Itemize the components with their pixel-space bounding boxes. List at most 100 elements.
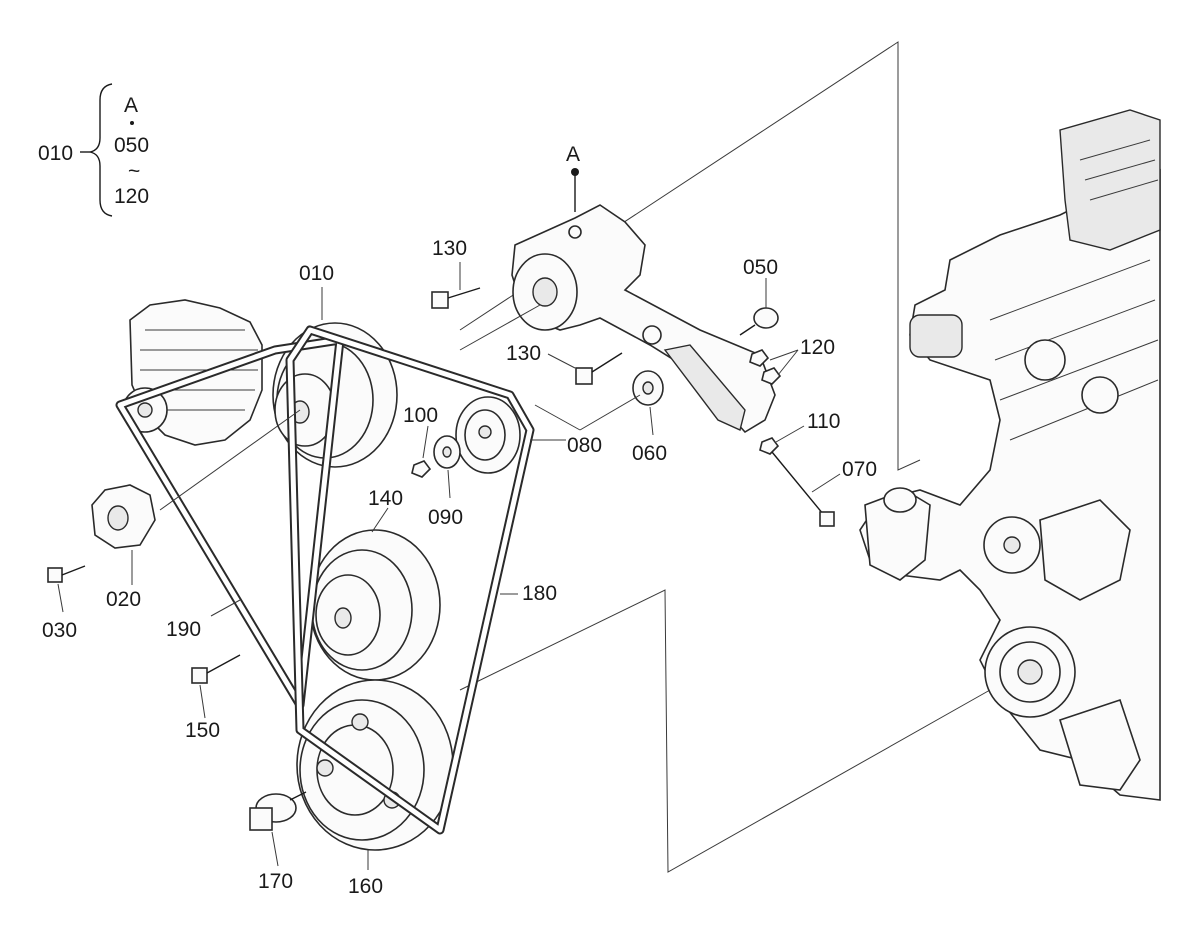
leader-190: [210, 599, 241, 617]
bolt-130b-shank: [591, 352, 623, 373]
crank-pulley-hole-1: [351, 713, 369, 731]
washer-060-hole: [642, 381, 654, 395]
legend-group: 010 A 050 ~ 120: [38, 83, 149, 217]
leader-150: [199, 684, 206, 719]
washer-090-hole: [442, 446, 452, 458]
bolt-170-head: [249, 807, 273, 831]
part-label-130b: 130: [506, 342, 541, 365]
injection-lines: [1079, 139, 1159, 201]
bolt-070-shank: [771, 451, 829, 521]
part-label-010: 010: [299, 262, 334, 285]
leader-100: [422, 425, 429, 459]
fuel-injection-pump: [1059, 109, 1161, 251]
part-label-070: 070: [842, 458, 877, 481]
leader-060: [649, 406, 654, 436]
part-label-080: 080: [567, 434, 602, 457]
legend-ref-letter: A: [124, 94, 138, 117]
part-label-190: 190: [166, 618, 201, 641]
tension-pulley-bore: [478, 425, 492, 439]
bolt-130a-head: [431, 291, 449, 309]
fan-bracket-020: [91, 484, 156, 549]
engine-plane-outline: [459, 41, 991, 873]
crank-pulley-160: [296, 679, 454, 851]
water-pump-shaft: [1003, 536, 1021, 554]
bracket-slot-arm: [663, 344, 746, 431]
belt-180-inner: [287, 327, 533, 833]
part-label-150: 150: [185, 719, 220, 742]
part-label-120: 120: [800, 336, 835, 359]
cylinder-head-ribs: [989, 259, 1159, 441]
axis-line-tensioner-2: [579, 394, 641, 431]
leader-120b: [777, 349, 799, 376]
part-label-110: 110: [807, 410, 840, 433]
ref-mark-label: A: [566, 143, 580, 166]
axis-line-tensioner-1: [534, 404, 581, 431]
nut-100: [411, 460, 432, 478]
leader-030: [57, 583, 64, 613]
leader-140: [371, 507, 389, 533]
alternator: [122, 299, 263, 446]
crank-pulley-hole-2: [316, 759, 334, 777]
part-label-050: 050: [743, 256, 778, 279]
part-label-170: 170: [258, 870, 293, 893]
bolt-050-shank: [739, 324, 756, 336]
tension-pulley-080: [455, 396, 521, 474]
part-label-090: 090: [428, 506, 463, 529]
plane-upper-line: [459, 41, 921, 471]
part-labels: 010 130 130 050 120 110 070 060 080 100 …: [42, 237, 877, 898]
plane-lower-line: [459, 589, 991, 873]
water-pump-body: [1039, 499, 1131, 601]
bolt-050-head: [753, 307, 779, 329]
leader-170: [271, 831, 279, 867]
block-boss-1: [1024, 339, 1066, 381]
bolt-130b-head: [575, 367, 593, 385]
fan-bracket-bore: [107, 505, 129, 531]
axis-line-bracket: [459, 304, 541, 351]
crankshaft-hub-center: [1017, 659, 1043, 685]
legend-range-start: 050: [114, 134, 149, 157]
legend-brace: [89, 83, 113, 217]
part-label-020: 020: [106, 588, 141, 611]
part-label-100: 100: [403, 404, 438, 427]
thermostat-outlet: [883, 487, 917, 513]
leader-110: [775, 425, 805, 443]
bolt-030-head: [47, 567, 63, 583]
oil-pan-front: [1059, 698, 1141, 791]
engine-block: [859, 109, 1161, 801]
part-label-060: 060: [632, 442, 667, 465]
legend-range-end: 120: [114, 185, 149, 208]
v-belts: [115, 325, 535, 835]
alternator-shaft: [137, 402, 153, 418]
leader-070: [811, 473, 841, 493]
fan-pulley-bore: [334, 607, 352, 629]
nut-120a: [749, 349, 770, 367]
bolt-130a-shank: [447, 287, 481, 299]
part-label-160: 160: [348, 875, 383, 898]
leader-130b: [547, 353, 576, 369]
legend-group-label: 010: [38, 142, 73, 165]
nut-120b: [761, 367, 782, 385]
part-label-030: 030: [42, 619, 77, 642]
bolt-030-shank: [61, 565, 86, 576]
bolt-150-head: [191, 667, 208, 684]
part-label-130a: 130: [432, 237, 467, 260]
axis-line-fan: [159, 409, 301, 511]
legend-range-symbol: ~: [128, 160, 140, 183]
nut-110: [759, 437, 780, 455]
bolt-070-head: [819, 511, 835, 527]
leader-lines: [57, 262, 841, 870]
part-label-140: 140: [368, 487, 403, 510]
leader-120a: [769, 349, 799, 361]
alternator-fins: [140, 329, 258, 411]
fan-pulley-140: [309, 529, 441, 681]
block-boss-2: [1081, 376, 1119, 414]
tensioner-bracket: A: [511, 143, 776, 434]
bracket-top-hole: [568, 225, 582, 239]
bracket-flange-bore: [532, 277, 558, 307]
bracket-pivot: [642, 325, 662, 345]
leader-090: [447, 469, 451, 499]
starter-solenoid: [909, 314, 963, 358]
legend-dot: [130, 121, 134, 125]
part-label-180: 180: [522, 582, 557, 605]
